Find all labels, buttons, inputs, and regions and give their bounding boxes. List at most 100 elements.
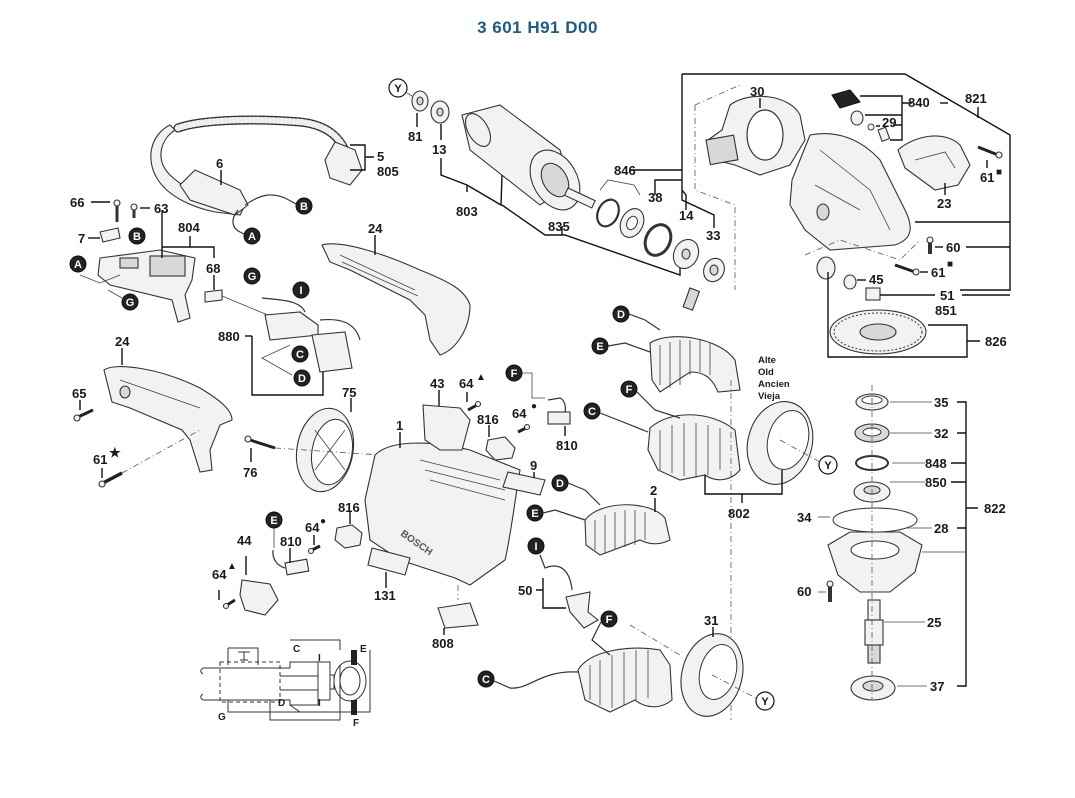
brush-holder-816-b[interactable]	[334, 524, 363, 549]
bearing-81	[411, 90, 429, 112]
part-label-13: 13	[432, 142, 446, 157]
part-label-840: 840	[908, 95, 930, 110]
part-label-24-top: 24	[368, 221, 383, 236]
svg-text:E: E	[270, 515, 277, 527]
rear-handle-24[interactable]	[321, 243, 471, 356]
part-label-822: 822	[984, 501, 1006, 516]
part-label-846: 846	[614, 163, 636, 178]
screw-60-bottom	[826, 580, 834, 602]
svg-text:Y: Y	[824, 460, 832, 472]
marker-triangle-64-a: ▲	[476, 372, 486, 383]
part-label-61-handle: 61	[93, 452, 107, 467]
diagram-title: 3 601 H91 D00	[477, 18, 598, 37]
pinion-45	[816, 256, 857, 290]
brush-cover-44[interactable]	[239, 579, 279, 616]
callout-d-880: D	[293, 369, 311, 387]
spindle-25[interactable]	[864, 599, 884, 664]
screw-64-c	[307, 544, 321, 555]
part-label-805: 805	[377, 164, 399, 179]
holder-50[interactable]	[539, 554, 599, 629]
part-label-66: 66	[70, 195, 84, 210]
lock-button-840[interactable]	[831, 89, 891, 142]
schematic-label-i2: I	[318, 698, 321, 709]
old-note-old: Old	[758, 367, 774, 378]
carbon-brush-810-b	[272, 549, 310, 576]
callout-i-880: I	[292, 281, 310, 299]
screw-64-d	[222, 598, 236, 610]
flange-37	[850, 675, 896, 701]
brush-cover-43[interactable]	[422, 404, 471, 451]
end-cap-75[interactable]	[290, 404, 360, 496]
callout-i-holder: I	[527, 537, 545, 555]
screw-64-a	[467, 400, 482, 412]
svg-text:I: I	[299, 285, 302, 297]
part-label-7: 7	[78, 231, 85, 246]
svg-text:F: F	[606, 614, 613, 626]
brush-holder-816-a[interactable]	[485, 436, 516, 461]
bearing-13	[430, 100, 450, 124]
screw-76	[244, 435, 276, 450]
part-label-43: 43	[430, 376, 444, 391]
old-note-vieja: Vieja	[758, 391, 781, 402]
field-coil-2[interactable]	[584, 504, 671, 556]
callout-a-switch: A	[69, 255, 87, 273]
power-cord[interactable]	[150, 115, 363, 237]
svg-text:D: D	[556, 478, 564, 490]
part-label-804: 804	[178, 220, 200, 235]
electronic-module-880[interactable]	[261, 297, 361, 373]
screw-65	[73, 408, 94, 422]
bearing-14	[672, 238, 700, 270]
part-label-38: 38	[648, 190, 662, 205]
nut-33	[703, 257, 725, 283]
part-label-61-mid: 61	[931, 265, 945, 280]
screw-63	[130, 203, 138, 218]
callout-d-stator: D	[612, 305, 630, 323]
field-coil-lower[interactable]	[647, 414, 741, 481]
svg-text:C: C	[482, 674, 490, 686]
gasket-34-28	[832, 507, 918, 533]
part-label-880: 880	[218, 329, 240, 344]
svg-text:C: C	[588, 406, 596, 418]
marker-square-61-top: ■	[996, 167, 1002, 178]
callout-b-top: B	[295, 197, 313, 215]
switch-assembly[interactable]	[97, 227, 276, 323]
svg-text:C: C	[296, 349, 304, 361]
schematic-label-e: E	[360, 644, 367, 655]
part-label-65: 65	[72, 386, 86, 401]
crown-gear-826[interactable]	[829, 309, 927, 355]
bearing-flange[interactable]	[827, 531, 923, 593]
svg-text:B: B	[133, 231, 141, 243]
sleeve-51	[865, 287, 881, 301]
motor-housing-1[interactable]: BOSCH	[364, 442, 521, 586]
screw-60-top	[926, 236, 934, 254]
old-note-alte: Alte	[758, 355, 776, 366]
svg-text:F: F	[626, 384, 633, 396]
svg-text:G: G	[126, 297, 135, 309]
field-coil-lower-2[interactable]	[577, 647, 673, 713]
svg-text:G: G	[248, 271, 257, 283]
field-coil-upper[interactable]	[649, 336, 741, 393]
screw-61-top	[977, 145, 1003, 159]
svg-text:I: I	[534, 541, 537, 553]
fan-guide-31[interactable]	[672, 627, 752, 724]
part-label-803: 803	[456, 204, 478, 219]
part-label-29: 29	[882, 115, 896, 130]
gear-housing[interactable]	[789, 133, 911, 251]
part-label-810-b: 810	[280, 534, 302, 549]
part-label-64-b: 64	[512, 406, 527, 421]
marker-star-61: ★	[109, 445, 121, 460]
armature[interactable]	[460, 104, 596, 219]
part-label-64-d: 64	[212, 567, 227, 582]
auxiliary-handle-24[interactable]	[103, 366, 233, 473]
callout-f-lower: F	[600, 610, 618, 628]
fan-baffle-30[interactable]	[705, 95, 806, 176]
part-label-34: 34	[797, 510, 812, 525]
cover-23[interactable]	[897, 135, 971, 191]
part-label-6: 6	[216, 156, 223, 171]
screw-66	[113, 199, 121, 222]
fan-guide-old[interactable]	[738, 394, 822, 492]
part-label-30: 30	[750, 84, 764, 99]
circlip	[596, 198, 620, 228]
part-label-802: 802	[728, 506, 750, 521]
